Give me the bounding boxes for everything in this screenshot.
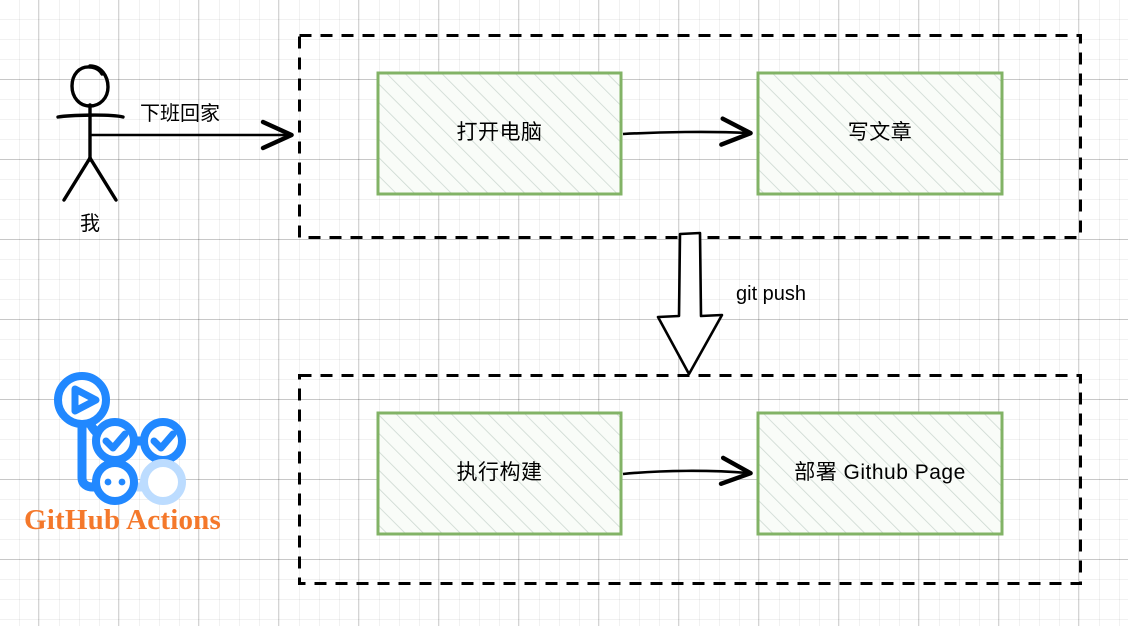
edge-label-commute-home: 下班回家 <box>140 103 220 125</box>
logo-dots-circle <box>92 459 138 505</box>
node-label-write-article: 写文章 <box>847 121 913 144</box>
edge-git-push-block-arrow <box>656 231 724 376</box>
github-actions-wordmark: GitHub Actions <box>24 504 221 536</box>
github-actions-logo <box>54 372 186 505</box>
logo-check-circle-1 <box>92 418 138 464</box>
edge-open-computer-to-write-article <box>622 116 753 147</box>
node-label-deploy-page: 部署 Github Page <box>794 461 966 484</box>
edge-run-build-to-deploy-page <box>622 455 753 487</box>
node-label-open-computer: 打开电脑 <box>456 121 543 144</box>
edge-label-git-push: git push <box>736 283 807 305</box>
actor-label-me: 我 <box>80 213 100 235</box>
logo-pending-circle <box>140 459 186 505</box>
logo-play-circle <box>54 372 110 428</box>
node-label-run-build: 执行构建 <box>456 461 543 484</box>
stick-figure-actor <box>56 64 125 202</box>
logo-check-circle-2 <box>140 418 186 464</box>
